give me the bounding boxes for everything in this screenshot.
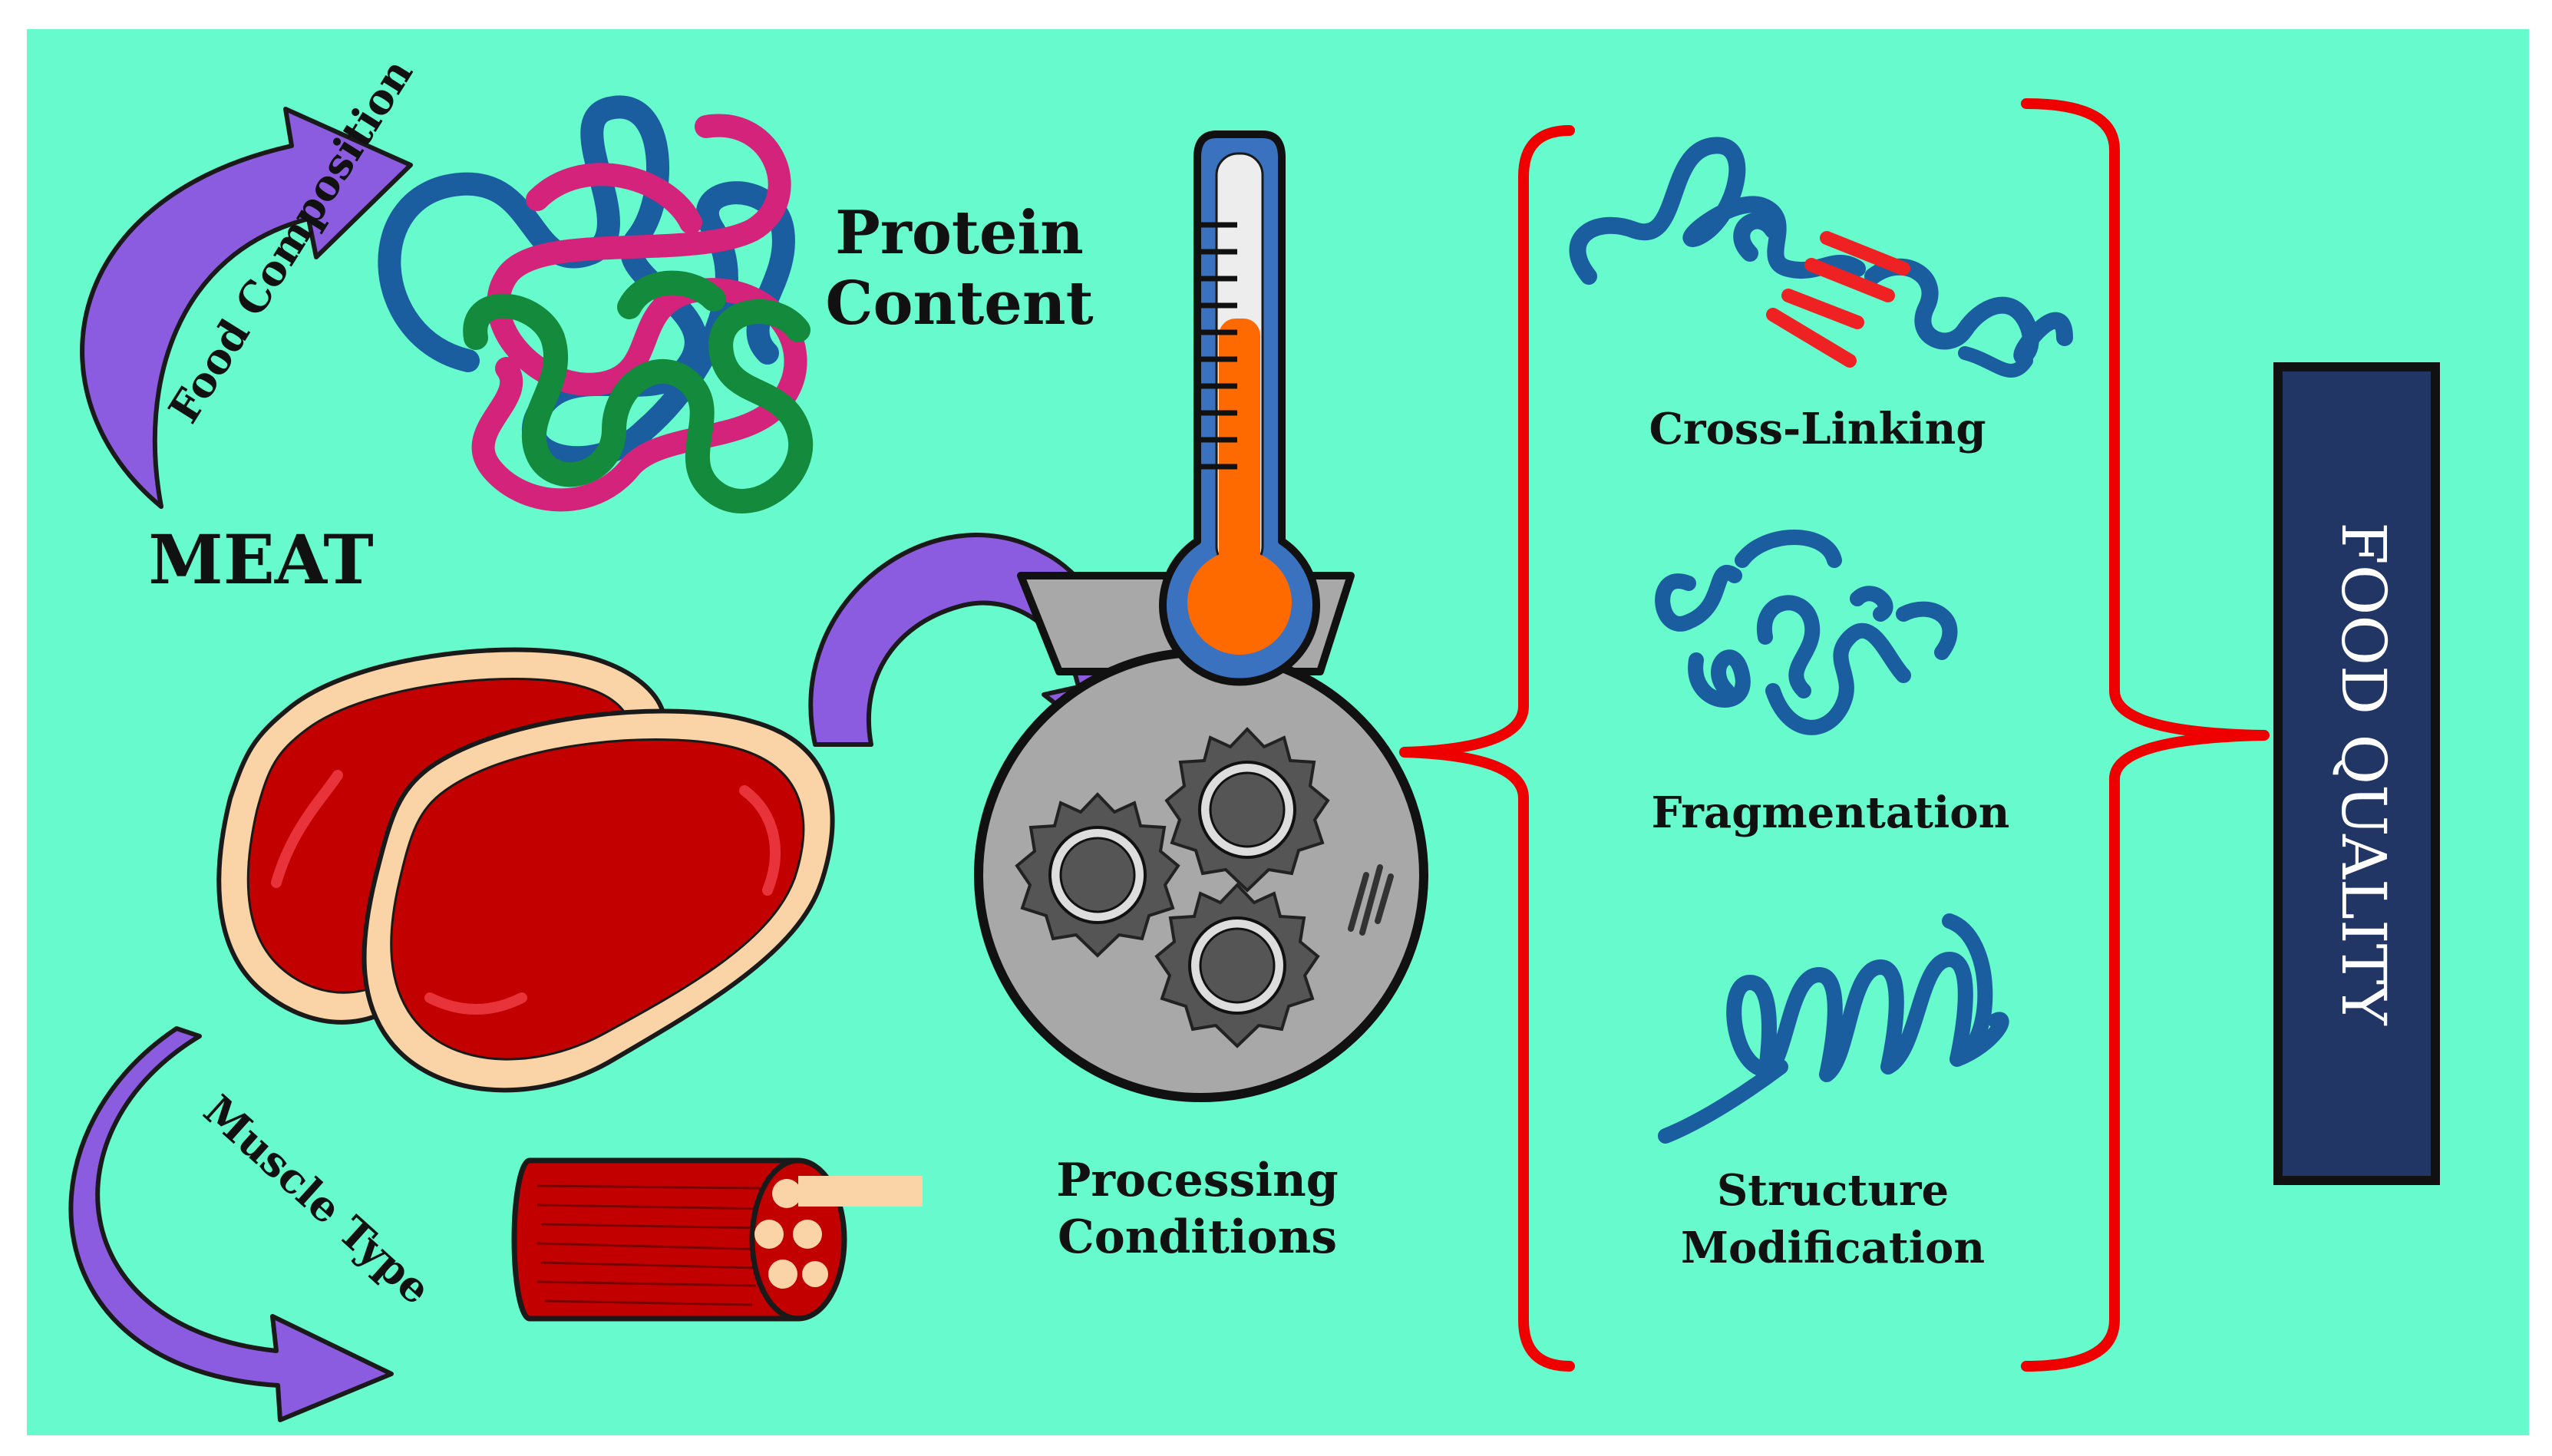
cross-linking-icon xyxy=(1569,137,2073,378)
protein-tangle-icon xyxy=(378,95,814,513)
cross-linking-label: Cross-Linking xyxy=(1649,404,1986,454)
processing-conditions-label-line1: Processing xyxy=(1056,1154,1338,1207)
fragmentation-label: Fragmentation xyxy=(1652,787,2010,838)
protein-content-label-line2: Content xyxy=(825,269,1093,338)
muscle-type-arrow-icon xyxy=(68,1026,394,1422)
food-quality-label: FOOD QUALITY xyxy=(2328,522,2399,1026)
gear-icon xyxy=(1165,728,1329,892)
thermometer-icon xyxy=(1159,130,1320,686)
right-bracket-icon xyxy=(2021,98,2270,1372)
structure-modification-icon xyxy=(1658,913,2009,1144)
left-bracket-icon xyxy=(1399,125,1575,1372)
food-composition-arrow-icon xyxy=(80,107,413,509)
grinder-icon xyxy=(974,572,1428,1102)
meat-steak-icon xyxy=(216,647,835,1093)
protein-content-label-line1: Protein xyxy=(835,198,1084,268)
processing-conditions-label-line2: Conditions xyxy=(1058,1210,1337,1264)
muscle-fiber-icon xyxy=(511,1157,923,1322)
structure-modification-label-line2: Modification xyxy=(1681,1223,1985,1273)
meat-label: MEAT xyxy=(148,520,373,599)
structure-modification-label-line1: Structure xyxy=(1717,1165,1949,1216)
steak-front xyxy=(362,708,835,1093)
gear-icon xyxy=(1015,793,1180,957)
food-quality-box: FOOD QUALITY xyxy=(2273,362,2440,1185)
fiber-strand xyxy=(798,1176,923,1207)
gear-icon xyxy=(1155,883,1319,1048)
fragmentation-icon xyxy=(1655,530,1958,735)
